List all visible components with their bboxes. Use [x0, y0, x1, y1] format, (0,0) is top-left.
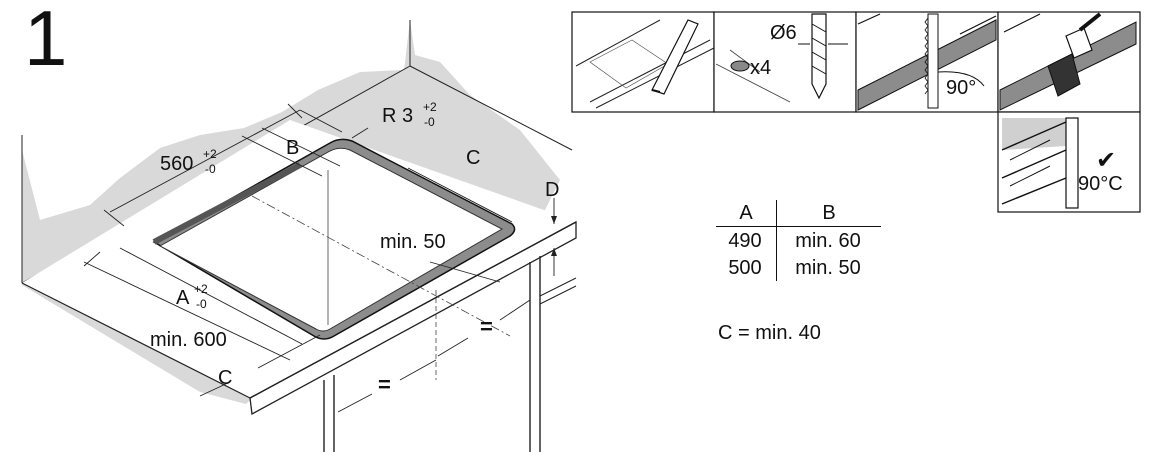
- table-cell: min. 60: [795, 230, 861, 252]
- equal-sign-top: =: [480, 314, 493, 339]
- depth-dimension-label: A: [176, 287, 190, 309]
- step-panel-seal: [997, 11, 1141, 113]
- dimension-arrows: [551, 216, 557, 256]
- drill-hole-icon: [730, 60, 750, 72]
- table-row: 500 min. 50: [716, 254, 881, 281]
- width-tolerance-minus: -0: [205, 162, 216, 176]
- pencil-icon: [651, 19, 699, 95]
- label-b: B: [286, 137, 299, 159]
- step-panel-heat: [997, 111, 1141, 213]
- brush-icon: [1065, 27, 1093, 59]
- c-minimum-note: C = min. 40: [718, 322, 821, 344]
- saw-blade-icon: [927, 13, 939, 109]
- radius-tolerance-plus: +2: [423, 100, 437, 114]
- step-panel-drill: [713, 11, 857, 113]
- table-cell: 490: [716, 226, 777, 254]
- label-c-bottom: C: [218, 367, 232, 389]
- cutout-opening: [158, 147, 504, 332]
- label-c-top: C: [466, 147, 480, 169]
- label-min-600: min. 600: [150, 329, 227, 351]
- dimension-lines: [83, 103, 555, 413]
- angle-label: 90°: [946, 77, 976, 99]
- equal-sign-bottom: =: [378, 372, 391, 397]
- radius-label: R 3: [382, 105, 413, 127]
- dimension-table: A B 490 min. 60 500 min. 50: [716, 200, 881, 281]
- table-row: 490 min. 60: [716, 226, 881, 254]
- step-number: 1: [24, 0, 68, 82]
- drill-diameter-label: Ø6: [770, 22, 797, 44]
- hole-count-label: x4: [750, 57, 771, 79]
- temperature-label: 90°C: [1078, 173, 1123, 195]
- depth-tolerance-minus: -0: [196, 297, 207, 311]
- width-dimension-label: 560: [160, 153, 193, 175]
- radius-tolerance-minus: -0: [424, 115, 435, 129]
- label-min-50: min. 50: [380, 231, 446, 253]
- step-panel-mark: [571, 11, 715, 113]
- label-d: D: [545, 179, 559, 201]
- table-header-a: A: [716, 200, 777, 227]
- check-mark-icon: ✔: [1096, 147, 1116, 174]
- step-panel-saw: [855, 11, 999, 113]
- table-cell: 500: [716, 254, 777, 281]
- depth-tolerance-plus: +2: [194, 282, 208, 296]
- width-tolerance-plus: +2: [203, 147, 217, 161]
- table-header-b: B: [776, 200, 881, 227]
- table-cell: min. 50: [795, 257, 861, 279]
